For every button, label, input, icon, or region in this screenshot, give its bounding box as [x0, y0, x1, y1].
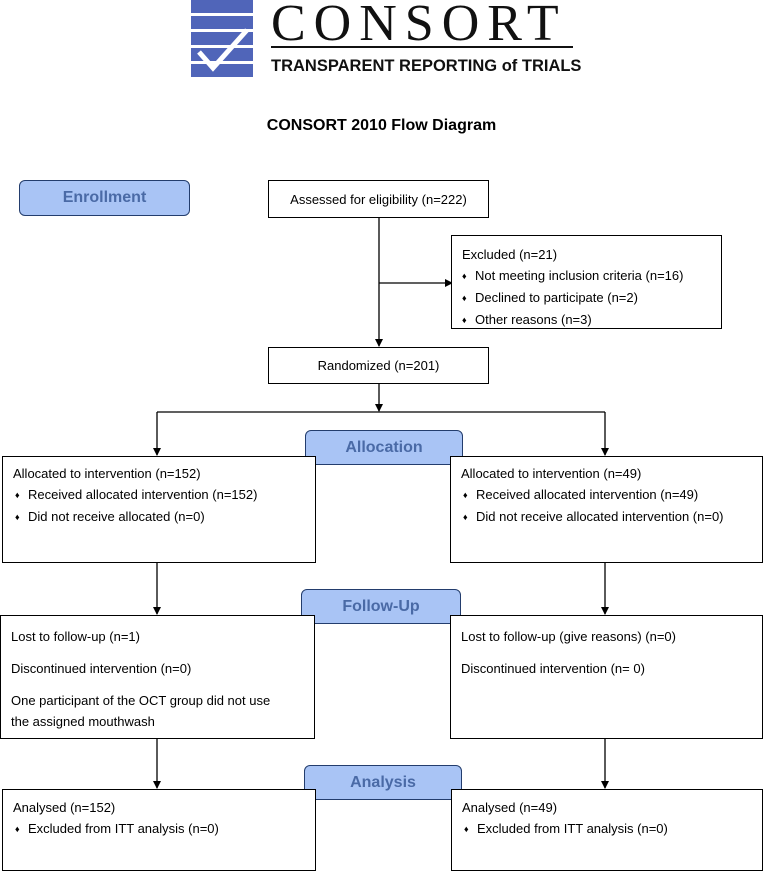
- bullet-icon: ♦: [15, 824, 20, 834]
- right-followup-lost: Lost to follow-up (give reasons) (n=0): [461, 629, 676, 644]
- left-allocation-header: Allocated to intervention (n=152): [13, 466, 201, 481]
- bullet-icon: ♦: [462, 293, 467, 303]
- left-analysis-header: Analysed (n=152): [13, 800, 116, 815]
- bullet-icon: ♦: [464, 824, 469, 834]
- randomized-box: Randomized (n=201): [268, 347, 489, 384]
- left-analysis-box: Analysed (n=152) ♦Excluded from ITT anal…: [2, 789, 316, 871]
- logo-rule: [271, 46, 573, 48]
- left-analysis-item: ♦Excluded from ITT analysis (n=0): [13, 818, 315, 840]
- logo-tagline: TRANSPARENT REPORTING of TRIALS: [271, 57, 582, 75]
- bullet-icon: ♦: [463, 490, 468, 500]
- assessed-text: Assessed for eligibility (n=222): [290, 191, 467, 207]
- right-followup-box: Lost to follow-up (give reasons) (n=0) D…: [450, 615, 763, 739]
- left-followup-discontinued: Discontinued intervention (n=0): [11, 661, 192, 676]
- consort-logo: CONSORT TRANSPARENT REPORTING of TRIALS: [191, 0, 581, 80]
- right-allocation-header: Allocated to intervention (n=49): [461, 466, 642, 481]
- bullet-icon: ♦: [15, 512, 20, 522]
- bullet-icon: ♦: [462, 271, 467, 281]
- left-followup-note: One participant of the OCT group did not…: [11, 693, 271, 708]
- excluded-header: Excluded (n=21): [462, 247, 558, 262]
- page-title: CONSORT 2010 Flow Diagram: [266, 117, 497, 134]
- left-followup-box: Lost to follow-up (n=1) Discontinued int…: [0, 615, 315, 739]
- excluded-item: ♦Other reasons (n=3): [462, 309, 721, 331]
- stage-enrollment: Enrollment: [19, 180, 190, 216]
- assessed-box: Assessed for eligibility (n=222): [268, 180, 489, 218]
- stage-followup: Follow-Up: [301, 589, 461, 624]
- logo-wordmark: CONSORT: [271, 0, 567, 52]
- bullet-icon: ♦: [15, 490, 20, 500]
- randomized-text: Randomized (n=201): [317, 358, 440, 373]
- left-allocation-item: ♦Did not receive allocated (n=0): [13, 506, 315, 528]
- right-allocation-item: ♦Received allocated intervention (n=49): [461, 484, 762, 506]
- excluded-box: Excluded (n=21) ♦Not meeting inclusion c…: [451, 235, 722, 329]
- right-analysis-item: ♦Excluded from ITT analysis (n=0): [462, 818, 762, 840]
- bullet-icon: ♦: [462, 315, 467, 325]
- stage-analysis: Analysis: [304, 765, 462, 800]
- right-allocation-item: ♦Did not receive allocated intervention …: [461, 506, 762, 528]
- stage-allocation: Allocation: [305, 430, 463, 465]
- left-allocation-item: ♦Received allocated intervention (n=152): [13, 484, 315, 506]
- excluded-item: ♦Declined to participate (n=2): [462, 287, 721, 309]
- left-followup-lost: Lost to follow-up (n=1): [11, 629, 140, 644]
- right-analysis-header: Analysed (n=49): [462, 800, 558, 815]
- bullet-icon: ♦: [463, 512, 468, 522]
- right-followup-discontinued: Discontinued intervention (n= 0): [461, 661, 645, 676]
- left-followup-note: the assigned mouthwash: [11, 714, 155, 729]
- right-allocation-box: Allocated to intervention (n=49) ♦Receiv…: [450, 456, 763, 563]
- right-analysis-box: Analysed (n=49) ♦Excluded from ITT analy…: [451, 789, 763, 871]
- left-allocation-box: Allocated to intervention (n=152) ♦Recei…: [2, 456, 316, 563]
- excluded-item: ♦Not meeting inclusion criteria (n=16): [462, 265, 721, 287]
- consort-logo-icon: [191, 0, 253, 77]
